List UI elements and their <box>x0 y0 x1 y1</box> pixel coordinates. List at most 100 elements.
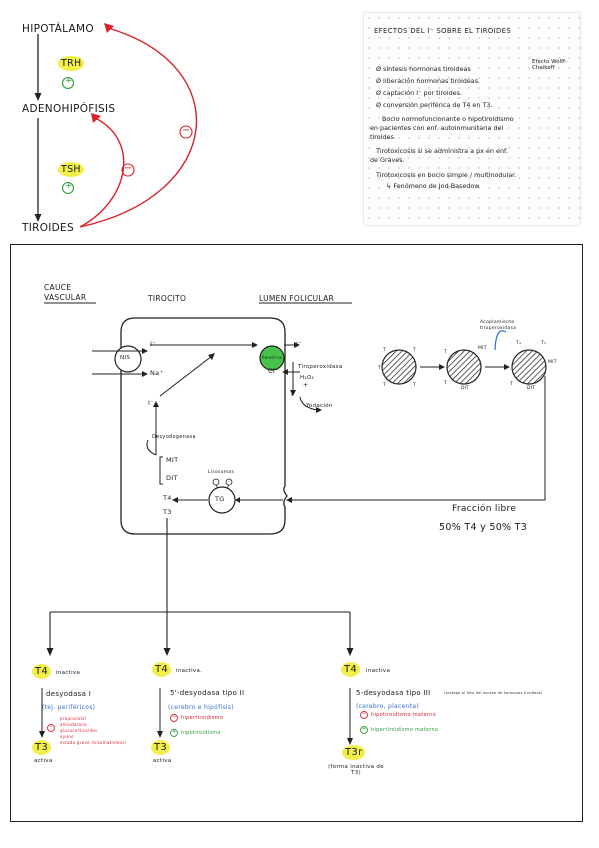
branch3-state: inactiva <box>366 668 391 674</box>
col-lumen-folicular: LUMEN FOLICULAR <box>259 294 335 303</box>
branch1-note: propranolol <box>60 716 87 721</box>
branch1-product-state: activa <box>34 758 53 764</box>
col-tirocito: TIROCITO <box>148 294 187 303</box>
wolff-chaikoff-note: Efecto Wolff-Chaikoff <box>532 59 567 71</box>
iodide-lumen-label: I⁻ <box>296 340 302 348</box>
branch3-enzyme: 5-desyodasa tipo III <box>356 689 431 697</box>
follicle-t-label: T <box>413 348 417 353</box>
plus-label: + <box>303 382 309 389</box>
tsh-plus: + <box>65 181 73 191</box>
main-diagram-frame <box>10 244 583 822</box>
nis-label: NIS <box>120 355 131 361</box>
branch2-t4: T4 <box>152 662 172 677</box>
effects-card: EFECTOS DEL I⁻ SOBRE EL TIROIDES Ø sínte… <box>364 13 580 225</box>
acoplamiento-label: Acoplamiento tiroperoxidasa <box>480 320 517 331</box>
follicle-mit-label: MIT <box>478 346 487 351</box>
minus-inner-sign: − <box>124 163 133 174</box>
follicle-circle-1 <box>381 349 417 385</box>
branch2-location: (cerebro e hipófisis) <box>168 704 234 711</box>
branch1-note: glucocorticoides <box>60 728 98 733</box>
follicle-circle-3 <box>511 349 547 385</box>
follicle-t-label: T <box>413 383 417 388</box>
effect-item: en pacientes con enf. autoinmunitaria de… <box>370 124 504 132</box>
tiroperoxidasa-label: Tiroperoxidasa <box>298 364 343 370</box>
effect-item: Ø captación I⁻ por tiroides. <box>376 89 462 97</box>
plus-circle-tsh <box>61 181 75 195</box>
trh-plus: + <box>65 76 73 86</box>
branch1-t4: T4 <box>32 664 52 679</box>
branch1-location: (tej. periféricos) <box>42 704 96 711</box>
pendrina-transporter <box>259 345 285 371</box>
adenohipofisis-label: ADENOHIPÓFISIS <box>22 103 116 115</box>
branch2-enzyme: 5'-desyodasa tipo II <box>170 689 245 697</box>
sodium-label: Na⁺ <box>150 369 164 377</box>
follicle-t-label: T <box>383 348 387 353</box>
follicle-t-label: T <box>510 382 514 387</box>
effects-title: EFECTOS DEL I⁻ SOBRE EL TIROIDES <box>374 27 512 35</box>
follicle-dit-label: DIT <box>527 386 536 391</box>
iodine-label: I <box>291 390 294 398</box>
dit-label: DIT <box>166 474 178 482</box>
branch2-reg-sign: − <box>172 714 177 720</box>
branch2-t3: T3 <box>151 740 171 755</box>
minus-circle-outer <box>179 125 193 139</box>
tg-label: TG <box>215 495 225 503</box>
branch3-product-state: (forma inactiva de T3) <box>328 764 384 776</box>
branch1-note: amiodarona <box>60 722 87 727</box>
branch3-t3r: T3r <box>342 745 366 760</box>
col-cauce-vascular: CAUCE VASCULAR <box>44 283 87 302</box>
plus-circle-trh <box>61 76 75 90</box>
branch2-state: inactiva. <box>176 668 203 674</box>
tsh-label: TSH <box>58 162 84 177</box>
branch3-reg-sign: − <box>362 711 367 717</box>
follicle-t4-label: T₄ <box>516 341 522 346</box>
follicle-dit-label: DIT <box>461 386 470 391</box>
branch1-note: ayuno <box>60 734 74 739</box>
effect-item: Ø síntesis hormonas tiroideas <box>376 65 471 73</box>
follicle-t-label: T <box>383 383 387 388</box>
t4-cell-label: T4 <box>163 494 172 502</box>
iodide-cell-label: I⁻ <box>148 399 154 407</box>
effect-item: ↳ Fenómeno de Jod-Basedow <box>386 182 480 190</box>
follicle-t-label: T <box>378 366 382 371</box>
chloride-label: Cl⁻ <box>268 367 279 375</box>
mit-label: MIT <box>166 456 179 464</box>
branch2-reg-text: hipertiroidismo <box>181 715 224 721</box>
branch1-minus: − <box>49 724 54 730</box>
branch3-reg-text: hipotiroidismo materno <box>371 712 436 718</box>
trh-label: TRH <box>58 56 85 71</box>
pendrina-label: Pendrina <box>262 355 282 360</box>
effect-item: de Graves. <box>370 156 405 164</box>
fraccion-libre-title: Fracción libre <box>452 504 517 514</box>
tiroides-label: TIROIDES <box>22 222 74 234</box>
desyodogenasa-label: Desyodogenasa <box>152 434 196 440</box>
effect-item: Ø conversión periférica de T4 en T3. <box>376 101 493 109</box>
axis-arrows <box>34 23 198 228</box>
branch1-note: estado grave (traumatismos) <box>60 740 127 745</box>
branch2-reg-sign: + <box>172 729 177 735</box>
follicle-t-label: T <box>444 350 448 355</box>
fraccion-libre-value: 50% T4 y 50% T3 <box>439 522 528 533</box>
branch1-state: inactiva <box>56 670 81 676</box>
branch1-t3: T3 <box>32 740 52 755</box>
branch2-reg-text: hipotiroidismo <box>181 730 221 736</box>
branch2-product-state: activa <box>153 758 172 764</box>
follicle-t-label: T <box>444 381 448 386</box>
effect-item: Bocio normofuncionante o hipotiroidismo <box>382 115 514 123</box>
follicle-circle-2 <box>446 349 482 385</box>
branch3-reg-text: hipertiroidismo materno <box>371 727 439 733</box>
branch3-enzyme-note: (protege al feto del exceso de hormonas … <box>444 691 543 695</box>
follicle-mit-label: MIT <box>548 360 557 365</box>
effect-item: tiroides. <box>370 133 396 141</box>
thyrocyte-cell <box>120 317 288 535</box>
nis-transporter <box>114 345 142 373</box>
effect-item: Tirotoxicosis en bocio simple / multinod… <box>376 171 517 179</box>
hipotalamo-label: HIPOTÁLAMO <box>22 23 94 35</box>
effect-item: Tirotoxicosis si se administra a px en e… <box>376 147 508 155</box>
h2o2-label: H₂O₂ <box>300 375 315 381</box>
branch3-reg-sign: + <box>362 726 367 732</box>
minus-circle-inner <box>121 163 135 177</box>
branch3-location: (cerebro, placenta) <box>356 703 420 710</box>
t3-cell-label: T3 <box>163 508 172 516</box>
